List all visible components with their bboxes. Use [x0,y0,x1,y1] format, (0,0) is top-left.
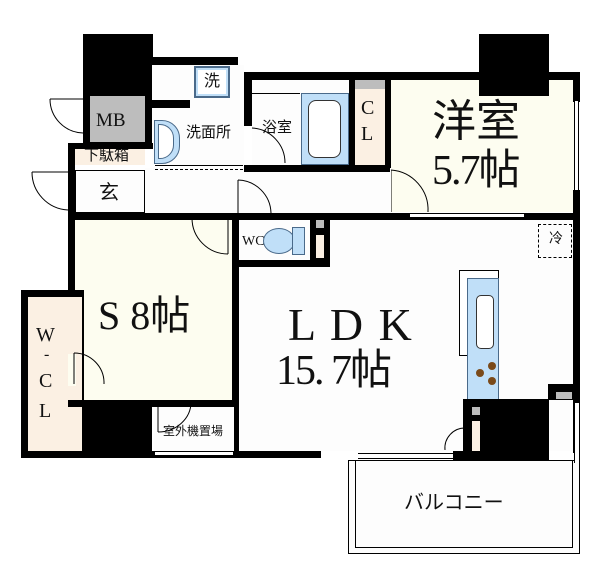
wall-s-ldk [232,213,239,458]
wic-label-l: L [39,400,52,422]
wall-right-western [573,72,580,102]
wall-pipe-lower [150,100,190,108]
burner [488,362,496,370]
burner [476,369,484,377]
outdoor-unit-area: 室外機置場 [154,407,234,451]
western-room [391,80,576,212]
wall-bottom-mid [453,451,549,460]
bathtub [301,93,349,165]
balcony-side-right [574,403,580,463]
toilet-bowl [263,228,295,254]
western-room-size: 5.7帖 [432,148,521,194]
ldk-label-line2: 15. 7帖 [276,348,392,394]
pillar-top-left [83,34,153,98]
ldk-shelf [472,421,480,453]
wic-label-c: C [39,370,53,392]
refrigerator-label: 冷 [549,232,563,247]
wall-top-wash [150,57,238,65]
meter-box-label: MB [96,110,126,131]
wic-label-w: W [36,324,55,346]
pillar-bottom-left [82,400,152,458]
toilet-tank [292,227,305,255]
hall-door-swing [237,179,272,214]
wall-wash-bath [244,78,252,126]
wall-right-ldk [573,213,580,403]
burner [488,377,496,385]
toilet-room: WC [239,220,312,262]
wash-sliding-door[interactable] [155,165,243,170]
bathroom-door-swing [251,127,286,164]
wic-label-dash: - [44,346,50,363]
entrance-label: 玄 [99,182,119,204]
ldk-balcony-window[interactable] [358,453,453,459]
meter-box: MB [90,96,145,142]
washbasin [154,120,180,164]
s-room-label: S 8帖 [98,293,191,338]
wall-top-bath [232,72,400,80]
closet: C L [355,80,385,166]
corner-pipe [556,392,572,399]
ldk-pipe [472,407,480,415]
wall-hall-top [244,165,390,172]
window-western[interactable] [574,100,579,192]
balcony-label: バルコニー [404,492,504,514]
outdoor-sill [154,451,234,456]
wall-bath-cl [349,78,357,168]
wall-cl-western [385,78,391,168]
pillar-western [479,72,549,96]
kitchen-sink-counter [467,278,499,400]
refrigerator: 冷 [538,224,572,258]
outdoor-door-swing [157,401,192,433]
western-room-name: 洋室 [432,97,520,146]
wall-wc-bottom [232,260,332,267]
ldk-sliding-door[interactable] [410,213,524,218]
balcony-door-swing [444,427,466,451]
closet-label-l: L [361,123,374,145]
front-door-swing [31,171,70,211]
wic-door-gap [68,354,76,386]
wic-door-swing [73,352,105,385]
wc-pipe [316,220,324,228]
entrance: 玄 [75,170,145,213]
sink [476,295,494,349]
shoe-cabinet: 下駄箱 [75,148,145,165]
toilet-label: WC [242,234,265,249]
wall-s-bottom [68,400,238,407]
mb-door-swing [49,98,84,134]
s-room-door-swing [191,217,229,255]
western-door-swing [390,169,429,213]
hallway [145,168,391,213]
washroom-label: 洗面所 [186,125,232,141]
washing-machine: 洗 [194,66,230,98]
bathroom-label: 浴室 [262,120,293,136]
wall-entry-left [68,143,75,216]
balcony: バルコニー [348,460,580,554]
closet-label-c: C [361,97,375,119]
bath-top-line [252,93,300,94]
outdoor-unit-label: 室外機置場 [163,424,224,438]
shoe-cabinet-label: 下駄箱 [84,148,130,164]
ldk-label-line1: L D K [288,299,414,350]
washing-machine-label: 洗 [204,73,221,90]
wc-shelf [316,235,324,258]
wall-right-western-2 [573,190,580,220]
wall-mb-bottom [68,143,153,149]
ldk-upper [330,220,573,270]
